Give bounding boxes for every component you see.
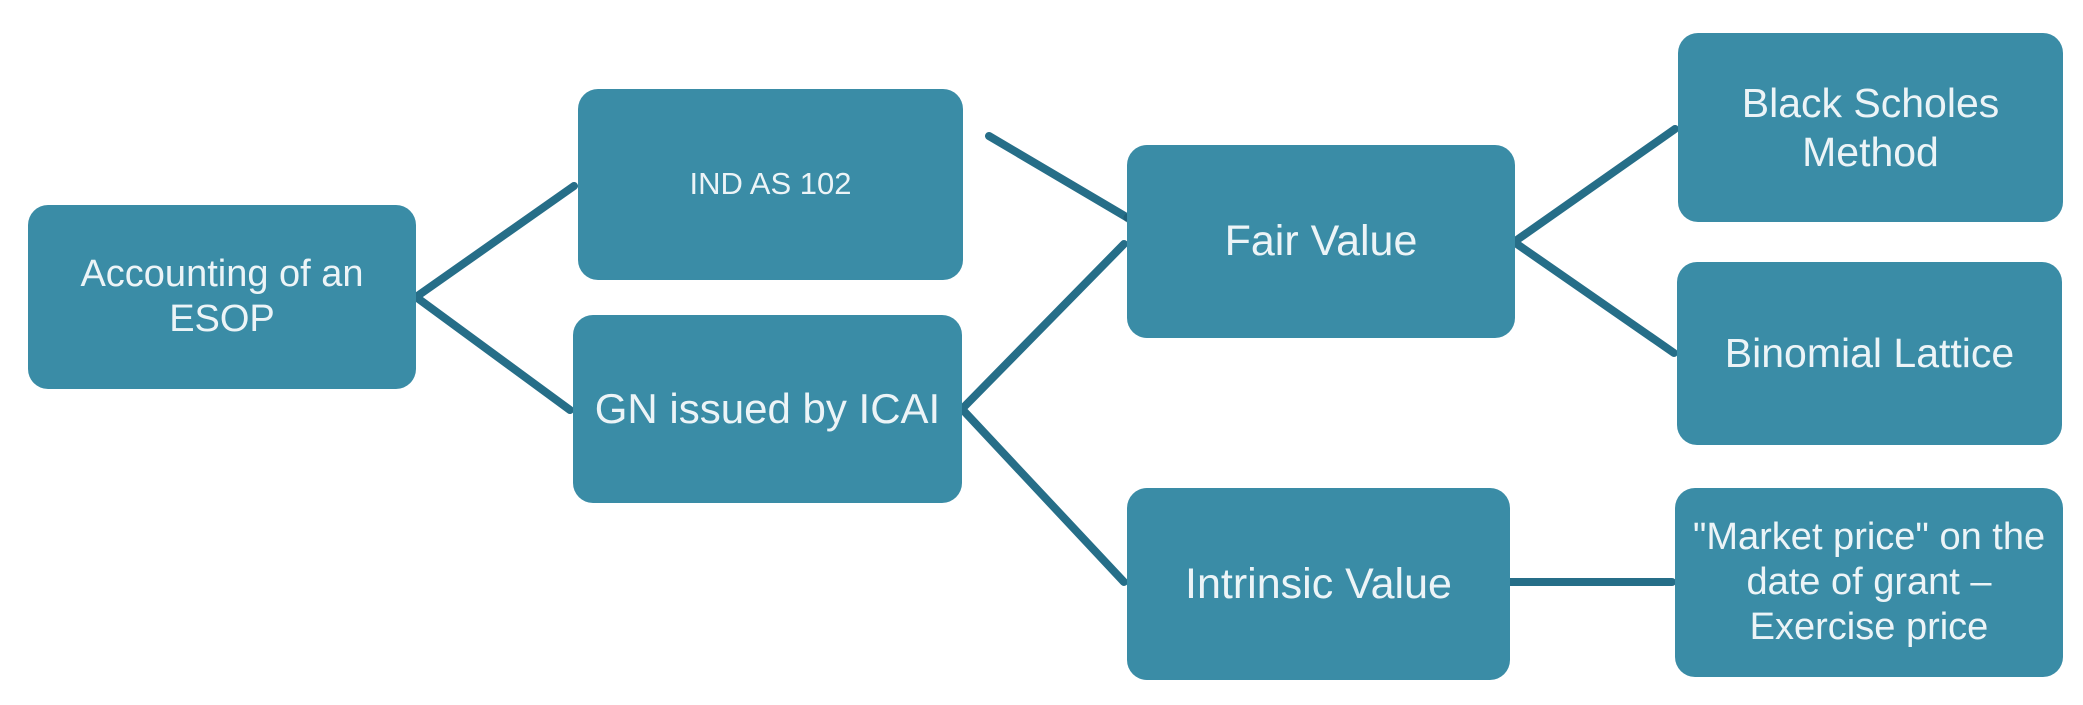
node-intrinsic-value: Intrinsic Value [1127,488,1510,680]
connector-accounting-to-gn [412,293,574,414]
connector-fairvalue-to-blackscholes [1510,125,1679,246]
node-label-market-price-minus-exercise: "Market price" on the date of grant – Ex… [1692,516,2046,648]
node-label-fair-value: Fair Value [1224,217,1418,266]
node-ind-as-102: IND AS 102 [578,89,963,280]
node-accounting-of-an-esop: Accounting of an ESOP [28,205,416,389]
node-market-price-minus-exercise: "Market price" on the date of grant – Ex… [1675,488,2063,677]
node-label-ind-as-102: IND AS 102 [689,166,852,202]
connector-accounting-to-indas102 [412,182,578,301]
node-label-intrinsic-value: Intrinsic Value [1185,559,1452,608]
connector-gn-to-fairvalue [958,240,1128,413]
node-binomial-lattice: Binomial Lattice [1677,262,2062,445]
node-label-binomial-lattice: Binomial Lattice [1724,330,2015,377]
node-black-scholes-method: Black Scholes Method [1678,33,2063,222]
node-gn-issued-by-icai: GN issued by ICAI [573,315,962,503]
node-fair-value: Fair Value [1127,145,1515,338]
connector-gn-to-intrinsicvalue [958,405,1128,586]
connector-fairvalue-to-binomial [1510,238,1678,357]
node-label-accounting-of-an-esop: Accounting of an ESOP [80,253,364,340]
node-label-gn-issued-by-icai: GN issued by ICAI [594,385,941,433]
node-label-black-scholes-method: Black Scholes Method [1741,80,2000,175]
connector-indas102-to-fairvalue [985,132,1132,222]
